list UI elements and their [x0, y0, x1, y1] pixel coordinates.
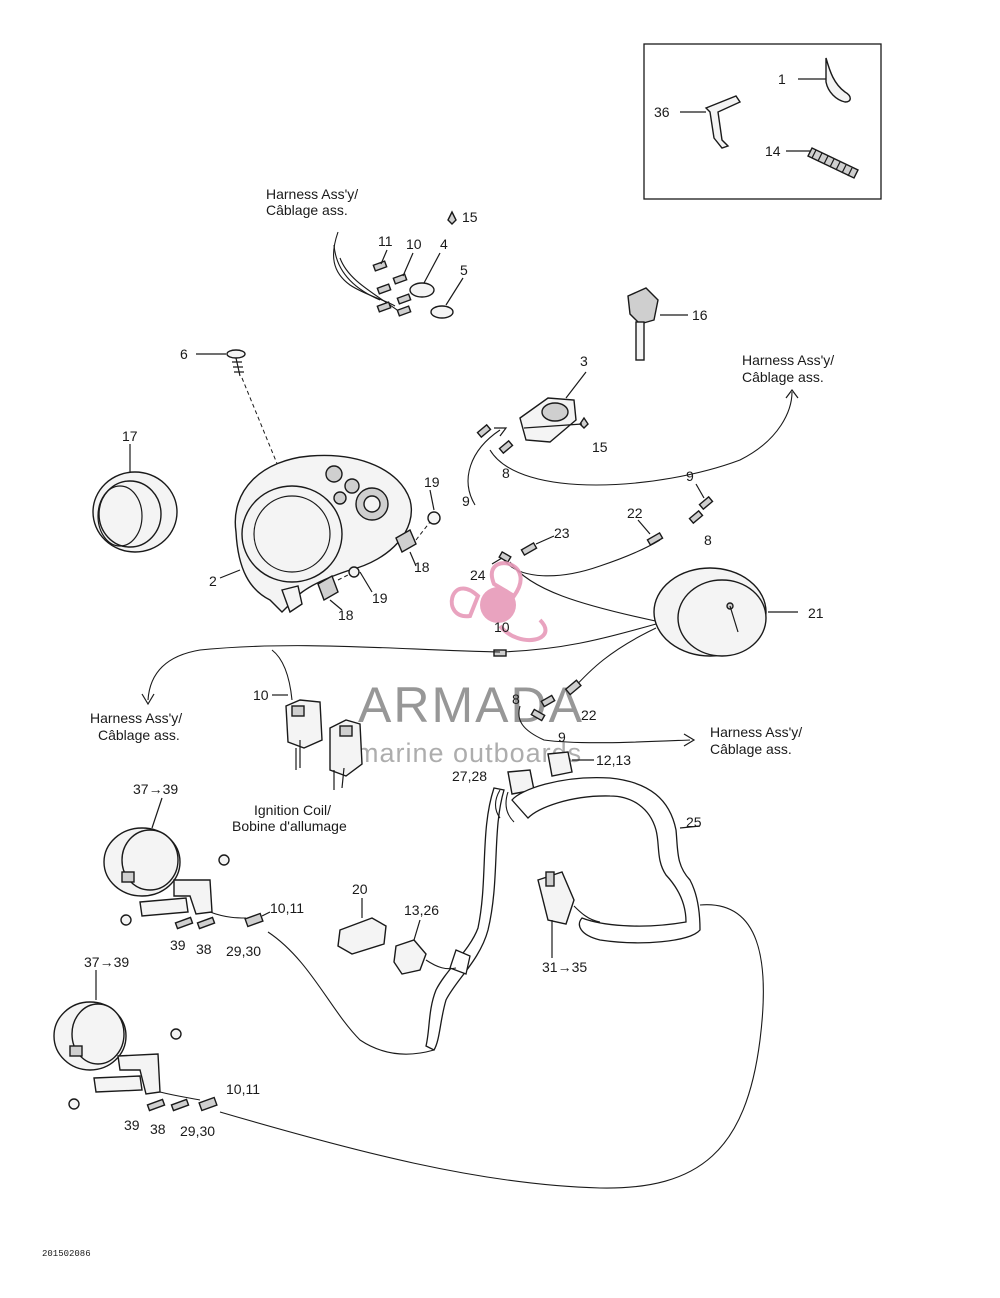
callout-36: 36	[654, 104, 670, 120]
callout-8c: 8	[512, 691, 520, 707]
callout-9b: 9	[686, 468, 694, 484]
ignition-coil-label-2: Bobine d'allumage	[232, 818, 347, 834]
callout-3: 3	[580, 353, 588, 369]
callout-10b: 10	[494, 619, 510, 635]
bezel-ring-part	[92, 444, 178, 553]
harness-label-right-upper-2: Câblage ass.	[742, 369, 824, 385]
spiral-wrap-part	[786, 147, 859, 179]
callout-6: 6	[180, 346, 188, 362]
harness-label-left-2: Câblage ass.	[98, 727, 180, 743]
callout-14: 14	[765, 143, 781, 159]
watermark: ARMADA marine outboards	[356, 561, 584, 768]
screw-part	[196, 349, 279, 467]
connector-parts-upper	[476, 423, 714, 623]
harness-label-right-lower-2: Câblage ass.	[710, 741, 792, 757]
callout-19b: 19	[372, 590, 388, 606]
callout-2: 2	[209, 573, 217, 589]
light-assembly-lower	[53, 970, 218, 1112]
callout-27-28: 27,28	[452, 768, 487, 784]
bracket-part	[680, 95, 742, 149]
key-switch-part	[627, 287, 688, 361]
cable-tie-part	[798, 57, 851, 103]
light-assembly-upper	[103, 797, 271, 930]
figure-code: 201502086	[42, 1249, 91, 1259]
callout-22a: 22	[627, 505, 643, 521]
callout-1: 1	[778, 71, 786, 87]
callout-10c: 10	[253, 687, 269, 703]
callout-10-11-upper: 10,11	[270, 900, 304, 916]
callout-39-lower: 39	[124, 1117, 140, 1133]
gauge-part	[499, 567, 798, 691]
relay-part	[337, 898, 457, 975]
callout-25: 25	[686, 814, 702, 830]
terminal-block-part	[537, 871, 601, 958]
callout-39-upper: 39	[170, 937, 186, 953]
harness-label-top-1: Harness Ass'y/	[266, 186, 358, 202]
harness-label-top-2: Câblage ass.	[266, 202, 348, 218]
propeller-logo-icon	[449, 561, 548, 642]
callout-9c: 9	[558, 729, 566, 745]
callout-38-upper: 38	[196, 941, 212, 957]
callout-18b: 18	[338, 607, 354, 623]
callout-10-11-lower: 10,11	[226, 1081, 260, 1097]
callout-37-39-upper: 37→39	[133, 781, 178, 797]
bulb-harness-group	[332, 210, 464, 319]
callout-9a: 9	[462, 493, 470, 509]
ignition-coil-part	[272, 694, 363, 790]
callout-29-30-lower: 29,30	[180, 1123, 215, 1139]
callout-16: 16	[692, 307, 708, 323]
callout-8a: 8	[502, 465, 510, 481]
callout-22b: 22	[581, 707, 597, 723]
ignition-coil-label-1: Ignition Coil/	[254, 802, 331, 818]
watermark-brand: ARMADA	[358, 677, 584, 733]
callout-12-13: 12,13	[596, 752, 631, 768]
instrument-console-part	[219, 454, 413, 614]
main-harness-part	[425, 776, 701, 1051]
callout-20: 20	[352, 881, 368, 897]
inset-box: 1 36 14	[643, 43, 882, 200]
callout-5: 5	[460, 262, 468, 278]
harness-label-right-upper-1: Harness Ass'y/	[742, 352, 834, 368]
callout-15a: 15	[462, 209, 478, 225]
callout-4: 4	[440, 236, 448, 252]
harness-label-left-1: Harness Ass'y/	[90, 710, 182, 726]
callout-21: 21	[808, 605, 824, 621]
callout-13-26: 13,26	[404, 902, 439, 918]
grommet-bolt-parts	[317, 489, 441, 611]
callout-15b: 15	[592, 439, 608, 455]
callout-17: 17	[122, 428, 138, 444]
connector-parts-middle	[507, 679, 696, 795]
watermark-sub: marine outboards	[356, 738, 582, 768]
callout-29-30-upper: 29,30	[226, 943, 261, 959]
callout-8b: 8	[704, 532, 712, 548]
callout-37-39-lower: 37→39	[84, 954, 129, 970]
harness-label-right-lower-1: Harness Ass'y/	[710, 724, 802, 740]
callout-24: 24	[470, 567, 486, 583]
callout-10a: 10	[406, 236, 422, 252]
callout-11: 11	[378, 233, 393, 249]
callout-38-lower: 38	[150, 1121, 166, 1137]
callout-19a: 19	[424, 474, 440, 490]
switch-part	[519, 371, 589, 443]
callout-23: 23	[554, 525, 570, 541]
callout-18a: 18	[414, 559, 430, 575]
callout-31-35: 31→35	[542, 959, 587, 975]
